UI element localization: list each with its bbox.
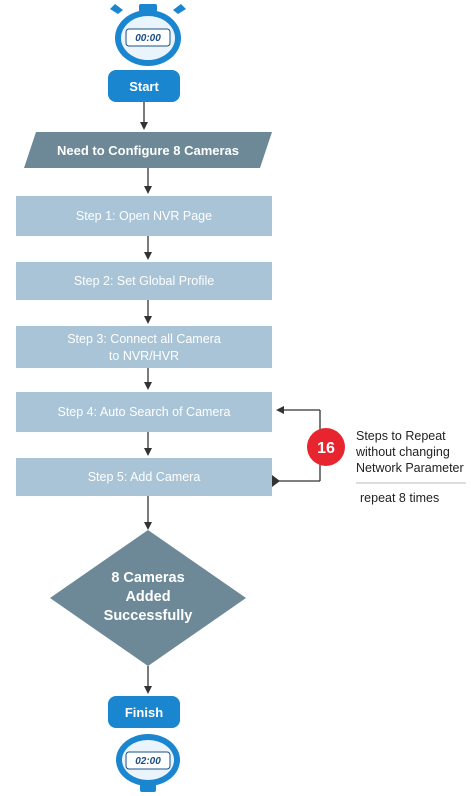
start-stopwatch-icon: 00:00 xyxy=(110,4,186,66)
repeat-note-line-2: without changing xyxy=(355,445,450,459)
decision-line-2: Added xyxy=(125,589,170,605)
step-3-label-line-2: to NVR/HVR xyxy=(109,349,179,363)
step-5-label: Step 5: Add Camera xyxy=(88,470,201,484)
start-timer-text: 00:00 xyxy=(135,33,161,44)
start-node: Start xyxy=(108,70,180,102)
finish-node: Finish xyxy=(108,696,180,728)
repeat-badge-number: 16 xyxy=(317,440,335,457)
repeat-note: Steps to Repeat without changing Network… xyxy=(355,429,466,505)
step-1-label: Step 1: Open NVR Page xyxy=(76,209,212,223)
repeat-note-line-1: Steps to Repeat xyxy=(356,429,446,443)
repeat-note-sub: repeat 8 times xyxy=(360,491,439,505)
step-2-label: Step 2: Set Global Profile xyxy=(74,274,214,288)
decision-line-3: Successfully xyxy=(104,608,193,624)
input-node: Need to Configure 8 Cameras xyxy=(24,132,272,168)
step-4-box: Step 4: Auto Search of Camera xyxy=(16,392,272,432)
repeat-badge: 16 xyxy=(307,428,345,466)
finish-timer-text: 02:00 xyxy=(135,756,161,767)
loop-start-arrowhead xyxy=(272,475,280,487)
input-label: Need to Configure 8 Cameras xyxy=(57,143,239,158)
finish-label: Finish xyxy=(125,705,163,720)
step-1-box: Step 1: Open NVR Page xyxy=(16,196,272,236)
step-4-label: Step 4: Auto Search of Camera xyxy=(57,405,230,419)
step-2-box: Step 2: Set Global Profile xyxy=(16,262,272,300)
step-3-box: Step 3: Connect all Camera to NVR/HVR xyxy=(16,326,272,368)
decision-line-1: 8 Cameras xyxy=(111,570,184,586)
finish-stopwatch-icon: 02:00 xyxy=(116,734,180,792)
decision-node: 8 Cameras Added Successfully xyxy=(50,530,246,666)
start-label: Start xyxy=(129,79,159,94)
step-3-label-line-1: Step 3: Connect all Camera xyxy=(67,332,221,346)
step-5-box: Step 5: Add Camera xyxy=(16,458,272,496)
repeat-note-line-3: Network Parameter xyxy=(356,461,464,475)
